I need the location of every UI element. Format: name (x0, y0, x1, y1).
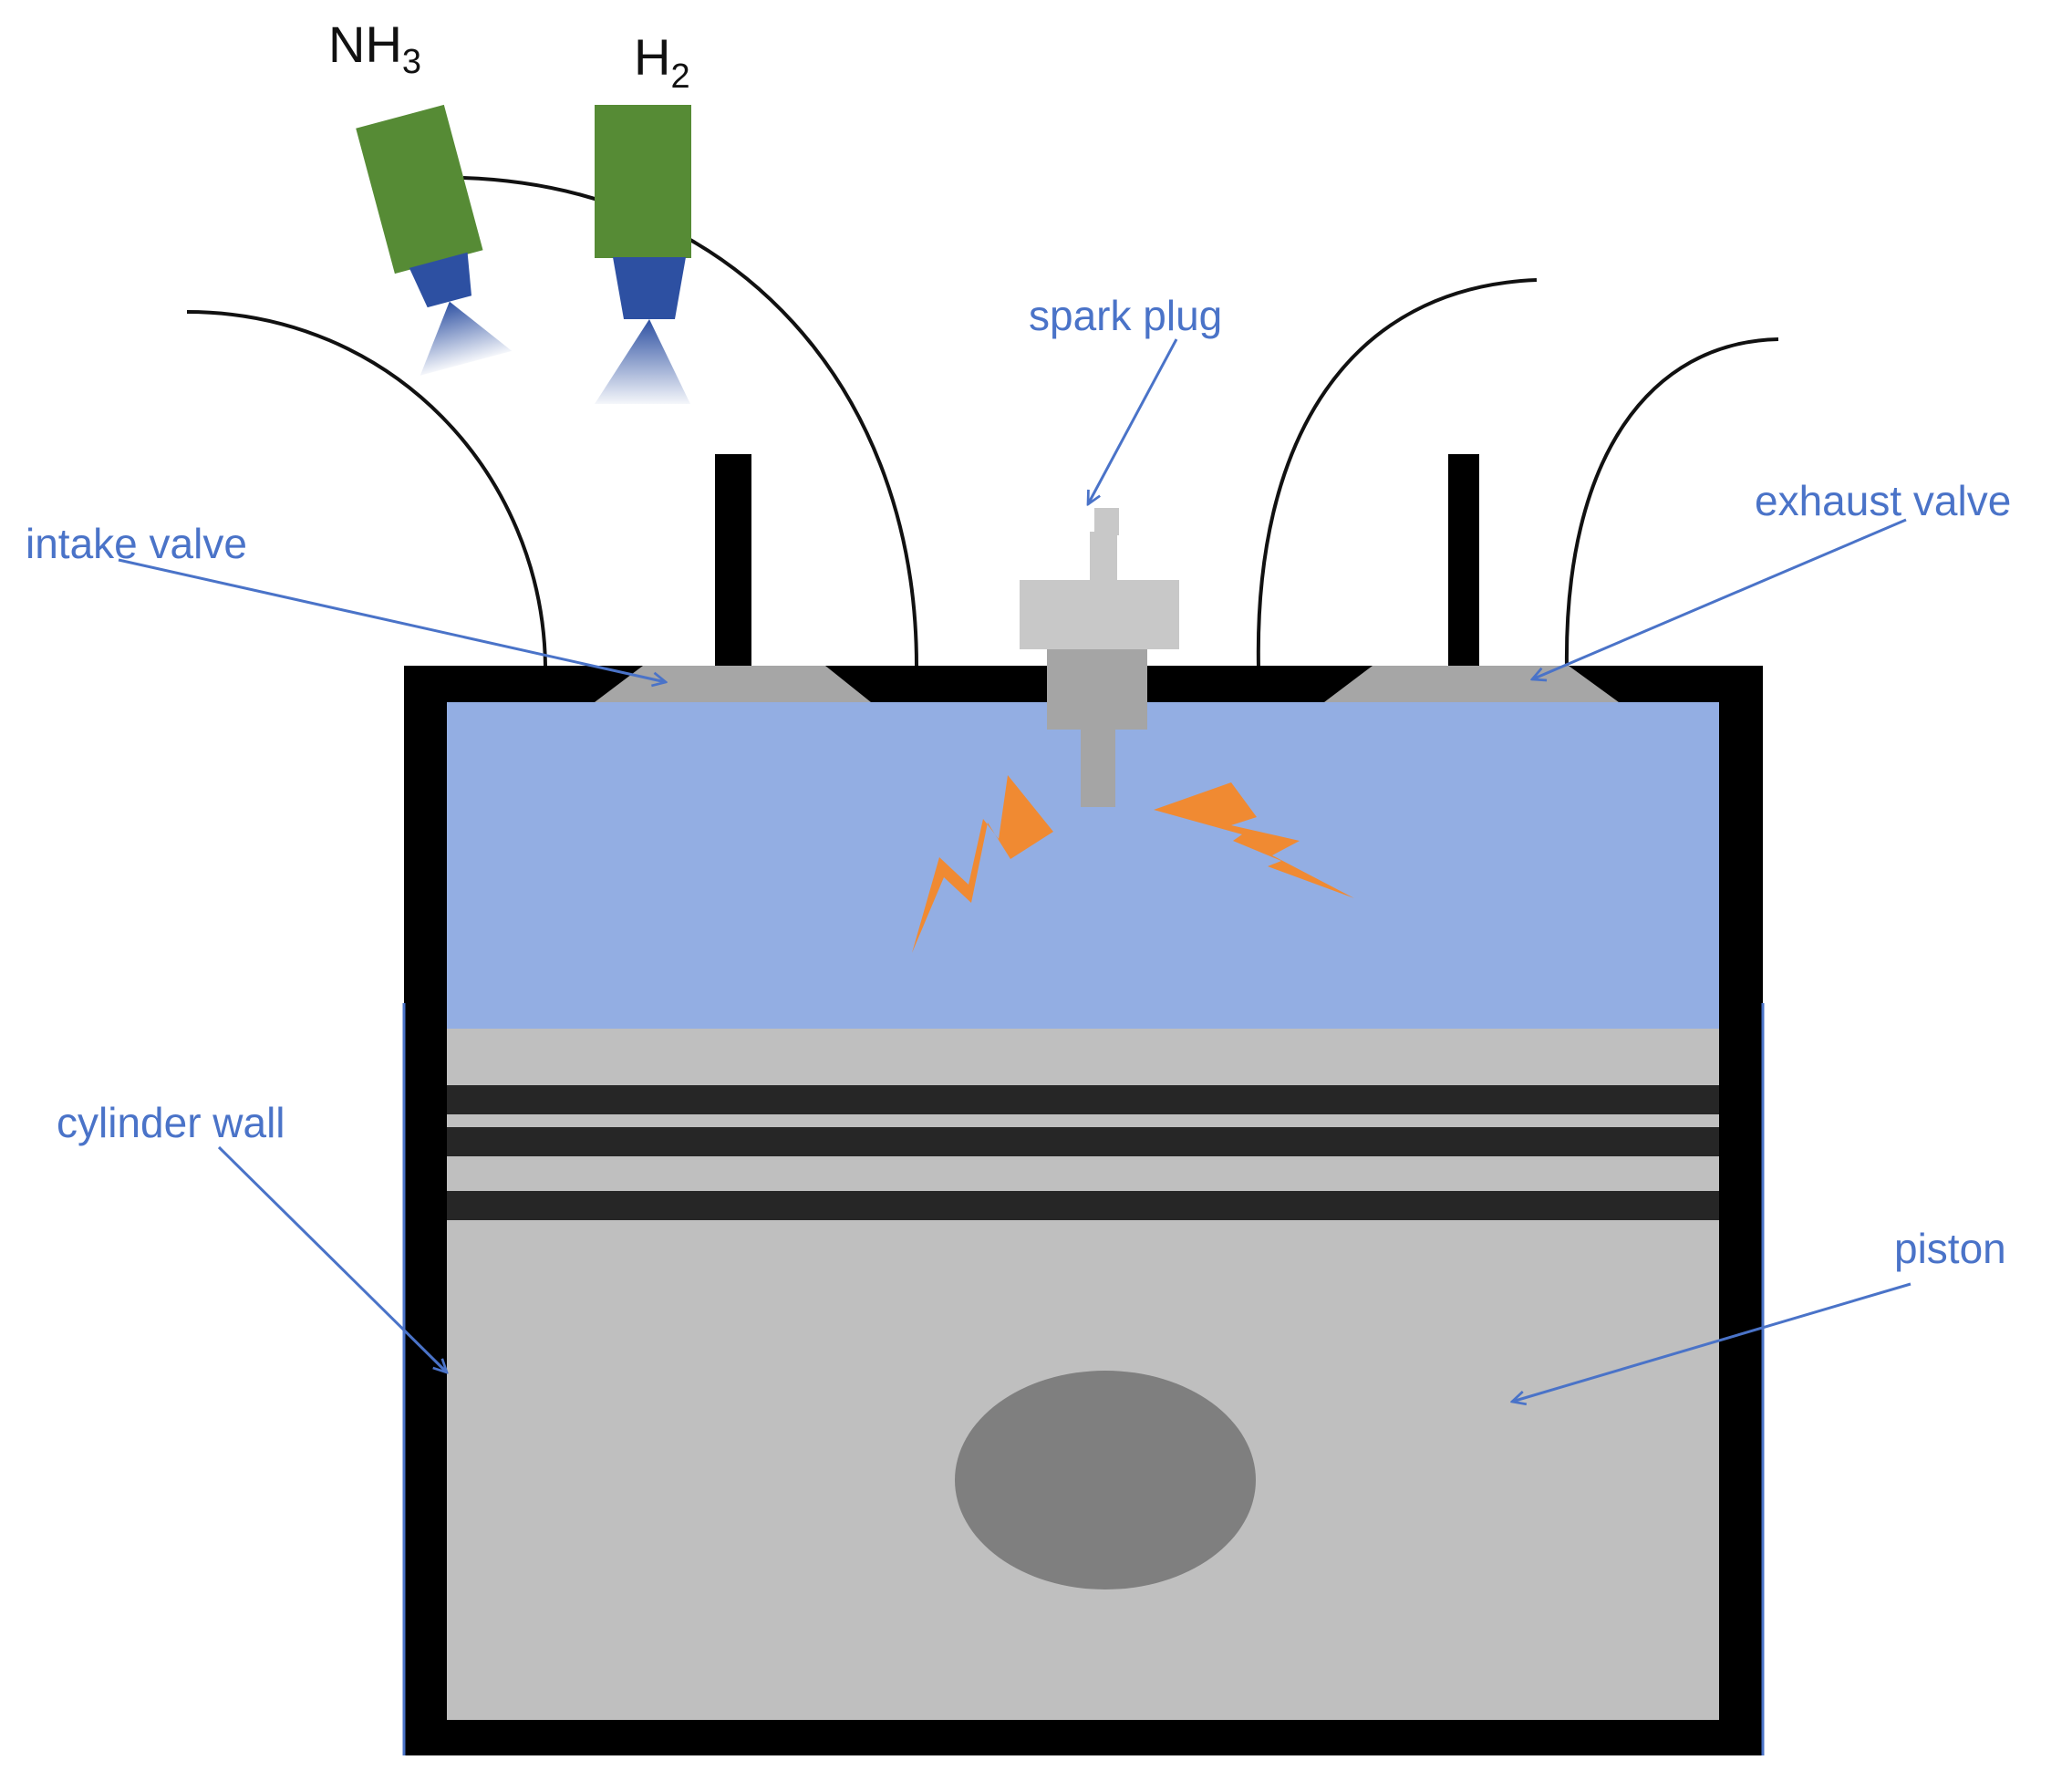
piston-arrow (1512, 1282, 1911, 1402)
spark-plug-arrow (1088, 338, 1178, 504)
piston-ring (447, 1085, 1719, 1114)
sparks (912, 775, 1354, 953)
exhaust-valve-label: exhaust valve (1755, 477, 2011, 524)
exhaust-valve-arrow (1532, 518, 1907, 679)
intake-valve-arrow (118, 558, 666, 682)
hydrogen-formula: H2 (634, 28, 690, 96)
spark-plug-terminal-cap (1096, 508, 1117, 517)
intake-port-inner-curve (462, 176, 918, 667)
spark-plug-body (1047, 647, 1147, 730)
ammonia-injector-nozzle (409, 252, 472, 308)
piston-ring (447, 1191, 1719, 1220)
exhaust-port-inner-curve (1256, 278, 1538, 668)
spark-bolt-left (912, 775, 1053, 953)
intake-valve-head (595, 666, 871, 702)
exhaust-valve (1324, 454, 1619, 702)
callout-arrows (118, 338, 1911, 1402)
hydrogen-injector-body (595, 105, 691, 258)
piston-pin (955, 1371, 1256, 1589)
ammonia-formula: NH3 (328, 16, 421, 81)
piston-rings (447, 1085, 1719, 1220)
spark-bolt-right (1154, 782, 1354, 898)
ammonia-injector-body (356, 104, 483, 274)
hydrogen-spray (595, 319, 690, 404)
cylinder-wall-arrow (217, 1145, 447, 1372)
hydrogen-injector-nozzle (613, 257, 686, 319)
exhaust-port-outer-curve (1564, 337, 1779, 668)
piston-ring (447, 1127, 1719, 1156)
spark-plug (1020, 508, 1179, 807)
intake-valve (595, 454, 871, 702)
ammonia-spray (420, 301, 513, 376)
intake-valve-label: intake valve (26, 520, 247, 567)
spark-plug-hex (1020, 580, 1179, 649)
intake-valve-stem (715, 454, 751, 668)
piston-label: piston (1894, 1225, 2006, 1272)
spark-plug-label: spark plug (1029, 292, 1222, 339)
spark-plug-neck (1090, 532, 1117, 582)
exhaust-valve-head (1324, 666, 1619, 702)
cylinder-wall-label: cylinder wall (57, 1099, 285, 1146)
ammonia-injector (356, 104, 513, 376)
exhaust-valve-stem (1448, 454, 1479, 668)
intake-port-outer-curve (186, 310, 547, 667)
hydrogen-injector (595, 105, 691, 404)
port-curves (186, 176, 1779, 668)
